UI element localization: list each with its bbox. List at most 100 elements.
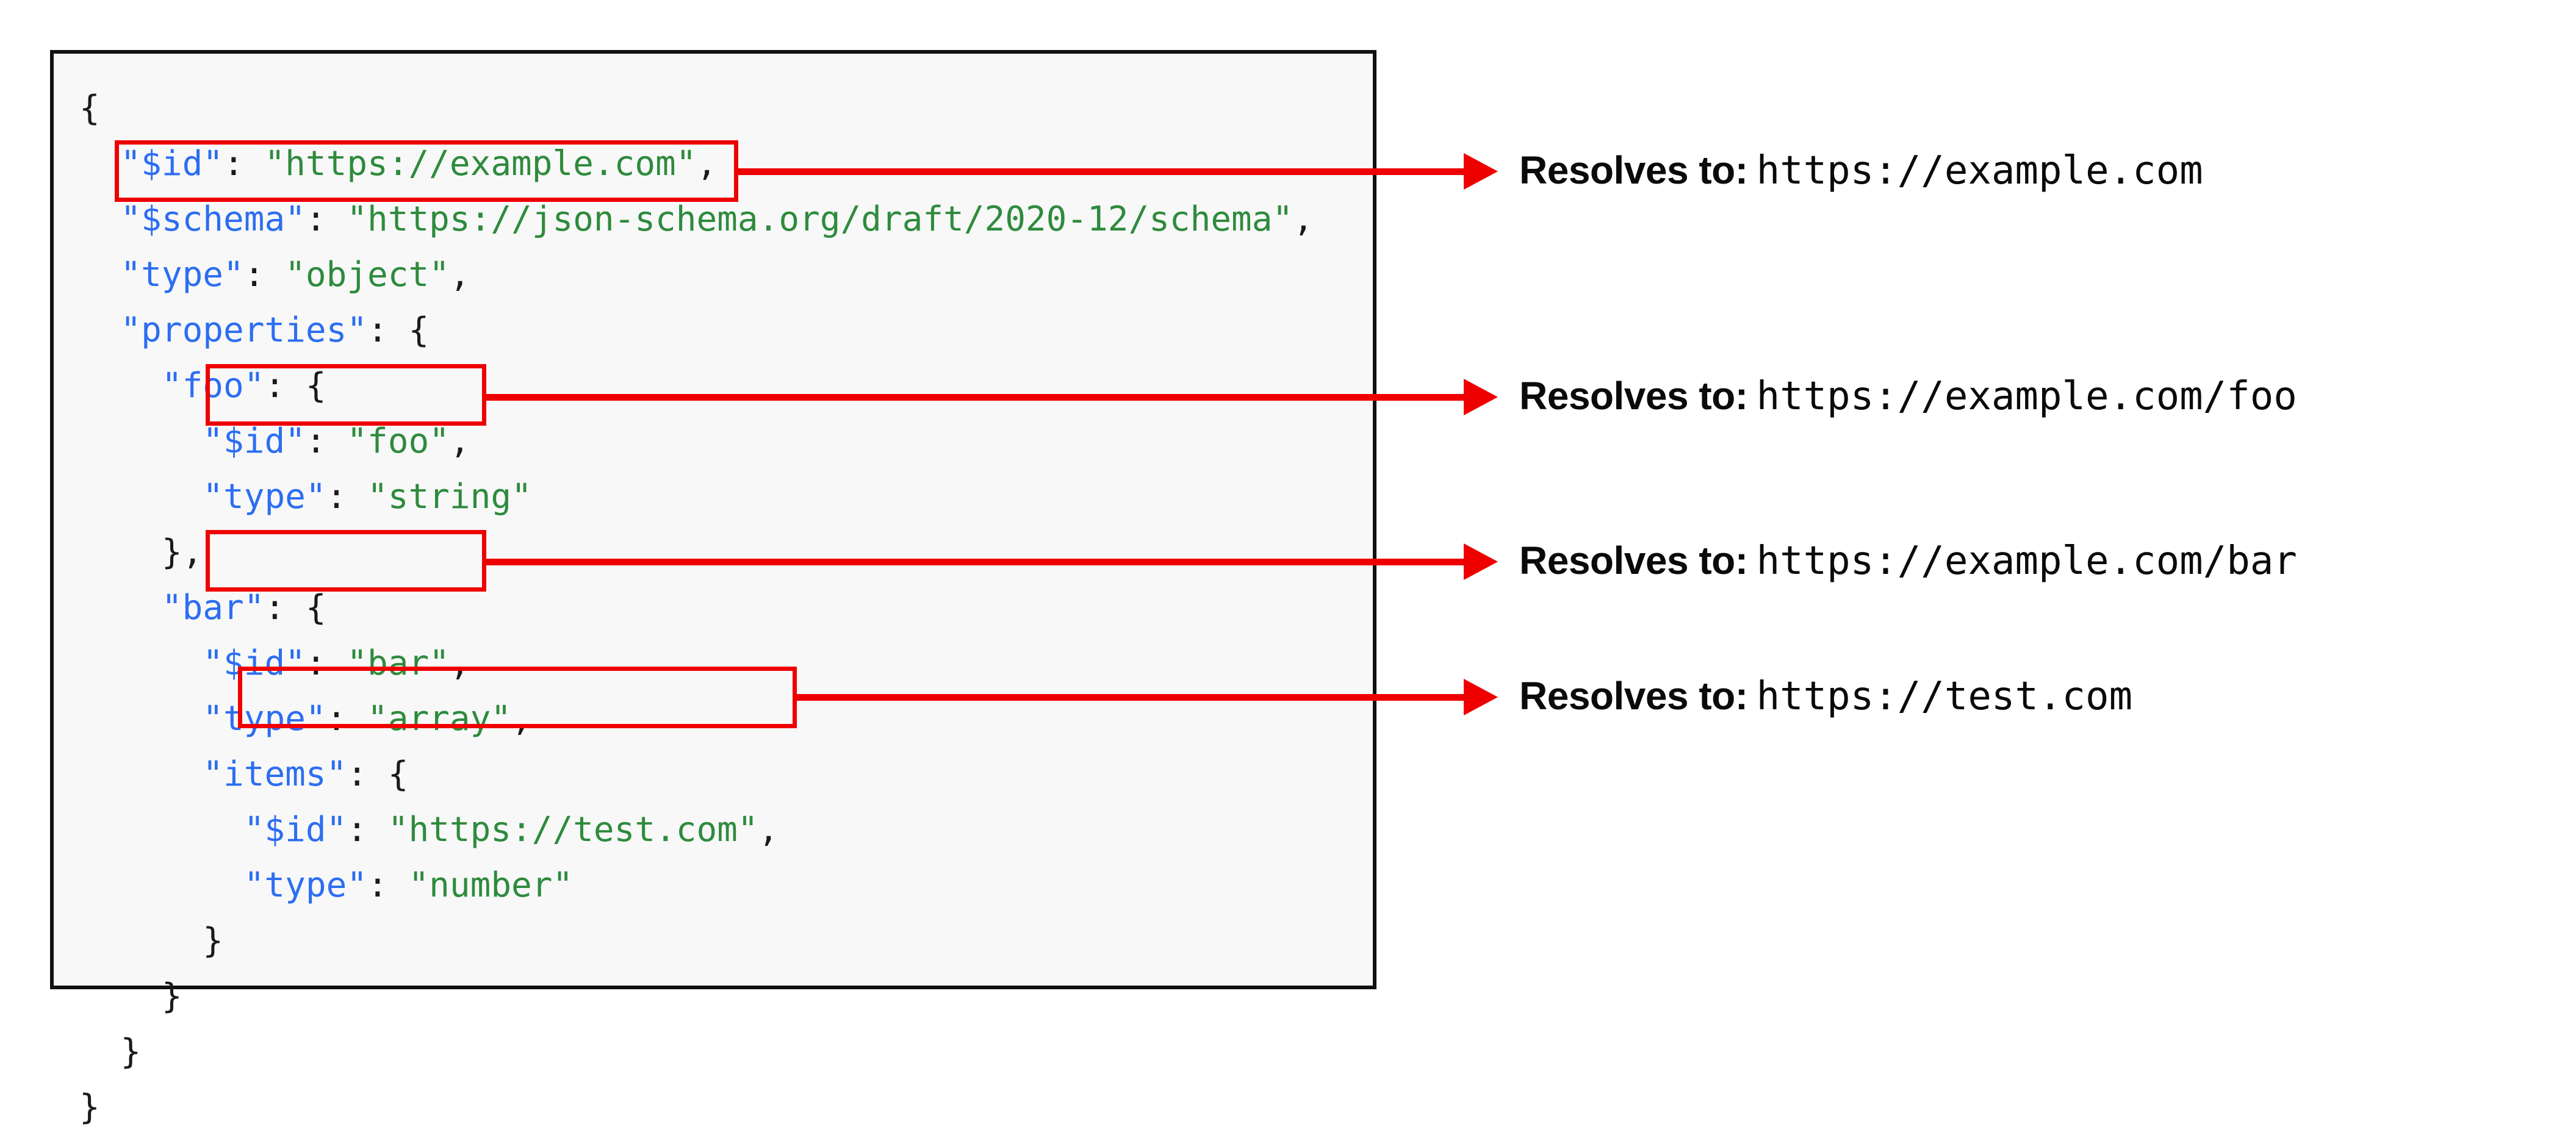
code-indent <box>79 810 244 850</box>
code-token-str: "bar" <box>347 643 450 683</box>
code-token-punc: , <box>758 810 779 850</box>
code-token-key: "type" <box>243 865 368 905</box>
code-token-punc: } <box>79 1087 100 1127</box>
code-token-str: "object" <box>285 255 450 295</box>
arrow-line-resolves-items <box>797 694 1464 701</box>
code-indent <box>79 310 120 350</box>
code-token-punc: , <box>1293 199 1314 239</box>
annotation-url: https://example.com/foo <box>1756 374 2297 419</box>
json-schema-code-block: { "$id": "https://example.com", "$schema… <box>50 50 1376 1127</box>
code-indent <box>79 144 120 184</box>
code-token-str: "number" <box>408 865 574 905</box>
code-token-punc: : <box>326 699 368 739</box>
code-token-punc: : <box>347 810 388 850</box>
code-token-str: "https://test.com" <box>387 810 758 850</box>
code-token-punc: }, <box>161 532 203 572</box>
code-line: "$id": "https://example.com", <box>54 136 1373 192</box>
code-token-key: "$id" <box>243 810 347 850</box>
code-line: }, <box>54 525 1373 580</box>
code-token-str: "https://example.com" <box>264 144 697 184</box>
code-token-str: "string" <box>367 477 532 517</box>
code-indent <box>79 421 203 461</box>
code-token-key: "$id" <box>203 643 306 683</box>
code-line: "$schema": "https://json-schema.org/draf… <box>54 192 1373 247</box>
code-indent <box>79 532 162 572</box>
code-token-str: "foo" <box>347 421 450 461</box>
arrow-line-resolves-root <box>738 168 1464 175</box>
code-line: } <box>54 1024 1373 1080</box>
code-indent <box>79 921 203 961</box>
annotation-label: Resolves to: <box>1519 374 1748 418</box>
code-indent <box>79 1032 120 1072</box>
code-lines-container: { "$id": "https://example.com", "$schema… <box>54 54 1373 1135</box>
code-line: "items": { <box>54 747 1373 802</box>
code-indent <box>79 366 162 406</box>
arrow-head-resolves-foo <box>1464 379 1498 415</box>
code-indent <box>79 976 162 1016</box>
code-token-key: "type" <box>120 255 244 295</box>
code-token-key: "$id" <box>203 421 306 461</box>
code-indent <box>79 588 162 628</box>
code-line: "foo": { <box>54 358 1373 414</box>
code-token-punc: : { <box>264 588 326 628</box>
code-token-punc: : { <box>264 366 326 406</box>
code-line: "$id": "bar", <box>54 636 1373 691</box>
code-indent <box>79 643 203 683</box>
code-line: "$id": "foo", <box>54 414 1373 469</box>
annotation-resolves-bar: Resolves to:https://example.com/bar <box>1519 541 2297 581</box>
annotation-resolves-foo: Resolves to:https://example.com/foo <box>1519 376 2297 416</box>
annotation-url: https://example.com <box>1756 148 2203 193</box>
code-token-str: "array" <box>367 699 512 739</box>
code-token-punc: , <box>449 643 470 683</box>
arrow-line-resolves-bar <box>486 559 1464 565</box>
code-line: } <box>54 1080 1373 1135</box>
code-token-key: "foo" <box>161 366 265 406</box>
code-line: "type": "string" <box>54 469 1373 525</box>
annotation-label: Resolves to: <box>1519 539 1748 582</box>
code-line: "type": "object", <box>54 247 1373 303</box>
annotation-url: https://example.com/bar <box>1756 539 2297 584</box>
code-token-punc: : <box>243 255 286 295</box>
code-token-punc: : { <box>367 310 430 350</box>
code-indent <box>79 255 120 295</box>
code-line: "$id": "https://test.com", <box>54 802 1373 858</box>
code-token-punc: , <box>449 255 470 295</box>
code-token-punc: : <box>326 477 368 517</box>
code-token-punc: : <box>367 865 409 905</box>
arrow-head-resolves-bar <box>1464 543 1498 580</box>
code-token-key: "items" <box>203 754 347 794</box>
annotation-resolves-root: Resolves to:https://example.com <box>1519 151 2203 190</box>
code-indent <box>79 477 203 517</box>
code-token-punc: } <box>120 1032 142 1072</box>
code-token-key: "$schema" <box>120 199 306 239</box>
code-token-punc: , <box>449 421 470 461</box>
code-indent <box>79 699 203 739</box>
code-token-punc: : <box>223 144 265 184</box>
code-token-punc: : <box>305 199 347 239</box>
code-indent <box>79 754 203 794</box>
annotation-label: Resolves to: <box>1519 674 1748 718</box>
annotation-label: Resolves to: <box>1519 148 1748 192</box>
code-token-punc: , <box>511 699 532 739</box>
code-token-key: "type" <box>203 699 326 739</box>
code-token-punc: } <box>161 976 182 1016</box>
code-token-punc: : <box>305 421 347 461</box>
code-token-key: "properties" <box>120 310 368 350</box>
code-line: "type": "number" <box>54 858 1373 913</box>
code-indent <box>79 199 120 239</box>
code-token-key: "bar" <box>161 588 265 628</box>
annotation-url: https://test.com <box>1756 674 2133 719</box>
code-line: { <box>54 81 1373 136</box>
arrow-head-resolves-root <box>1464 153 1498 190</box>
code-token-punc: } <box>203 921 224 961</box>
code-line: "bar": { <box>54 580 1373 636</box>
annotation-resolves-items: Resolves to:https://test.com <box>1519 676 2132 716</box>
code-token-punc: : { <box>347 754 409 794</box>
code-line: "properties": { <box>54 303 1373 358</box>
code-token-punc: , <box>696 144 718 184</box>
code-token-punc: : <box>305 643 347 683</box>
code-line: } <box>54 913 1373 969</box>
code-indent <box>79 865 244 905</box>
code-token-punc: { <box>79 88 100 128</box>
code-line: } <box>54 969 1373 1024</box>
